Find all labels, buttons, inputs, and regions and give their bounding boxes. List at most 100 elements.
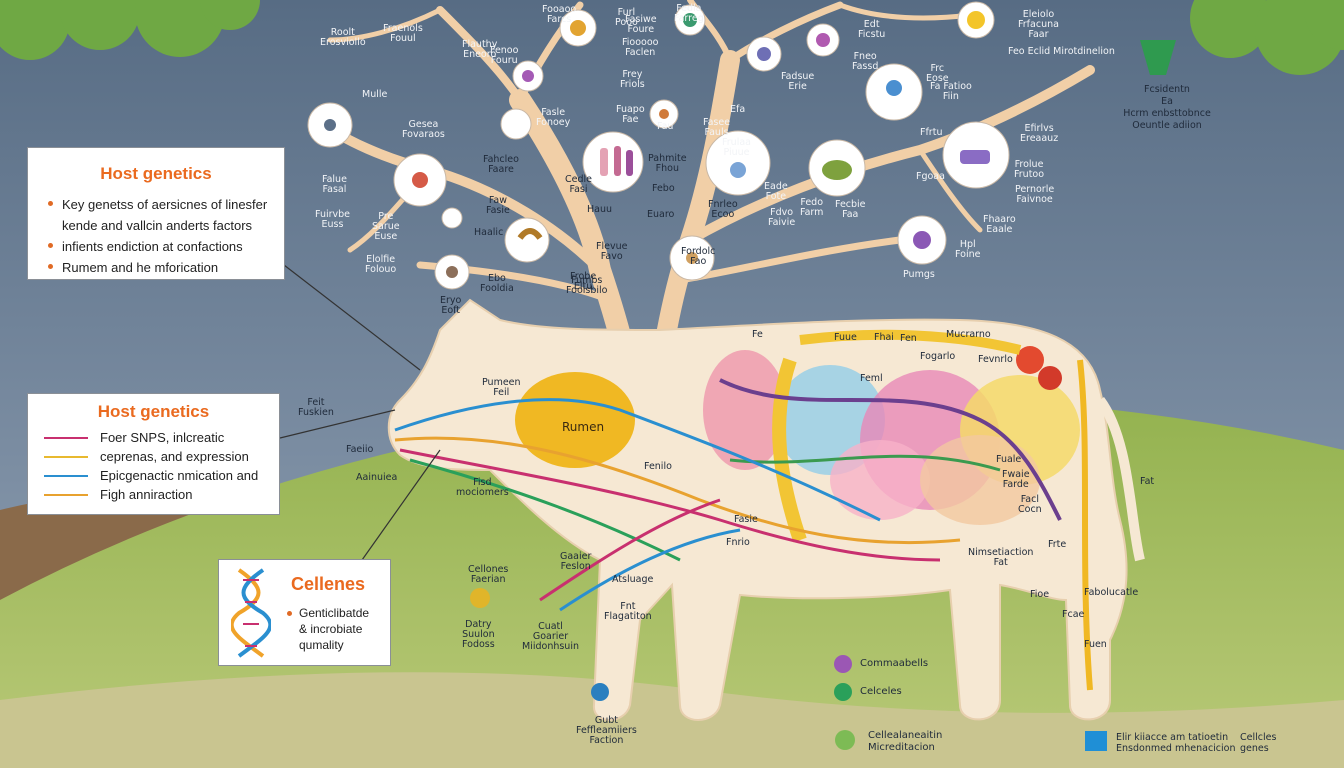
cow-label: Feit Fuskien xyxy=(298,397,334,418)
foreground xyxy=(0,672,1344,768)
tree-label: Febo xyxy=(652,183,675,194)
tree-label: Fraenols Fouul xyxy=(383,23,423,44)
legend-item: Celceles xyxy=(860,686,902,697)
gut-pathways xyxy=(394,398,961,612)
cellenes-panel: Cellenes Genticlibatde & incrobiate quma… xyxy=(218,559,391,666)
cow-label: Fioe xyxy=(1030,589,1050,600)
tree-label: Fuapo Fae xyxy=(616,104,645,125)
tree-label: Elolfie Folouo xyxy=(365,254,397,275)
node-symbols xyxy=(324,11,990,278)
microbe-icon-2 xyxy=(591,683,609,701)
tree-label: Fahcleo Faare xyxy=(483,154,519,175)
bottom-right-swatch xyxy=(1085,731,1107,751)
cow-label: Aainuiea xyxy=(356,472,398,483)
cow-label: Cellones Faerian xyxy=(468,564,509,585)
cow-label: Fogarlo xyxy=(920,351,956,362)
panel-title: Host genetics xyxy=(97,402,210,421)
panel-title: Host genetics xyxy=(100,164,212,183)
foliage-right xyxy=(1190,0,1344,75)
tree-label: Fasee Fauls xyxy=(703,117,731,138)
tree-label: Fedla Farreg xyxy=(674,3,704,24)
tree-label: Roolt Erosviollo xyxy=(320,27,366,48)
tree-label: Gesea Fovaraos xyxy=(402,119,445,140)
dna-icon xyxy=(231,568,271,658)
tree-label: Fecbie Faa xyxy=(835,199,866,220)
line-item: Figh anniraction xyxy=(44,485,279,504)
tree-label: Fordolc Fao xyxy=(681,246,716,267)
rumen-organ xyxy=(515,372,635,468)
host-genetics-top-panel: Host genetics Key genetss of aersicnes o… xyxy=(27,147,285,280)
line-item: ceprenas, and expression xyxy=(44,447,279,466)
cow-label: Fisd mociomers xyxy=(456,477,509,498)
cow-label: Faeiio xyxy=(346,444,374,455)
tree-label: Fenoo Fouru xyxy=(490,45,519,66)
tree-label: Efa xyxy=(730,104,746,115)
cow-label: Mucrarno xyxy=(946,329,991,340)
bullet-item: Key genetss of aersicnes of linesfer xyxy=(48,194,284,215)
cow-label: Fen xyxy=(900,333,917,344)
tree-label: Fa Fatioo Fiin xyxy=(930,81,972,102)
cow-label: Datry Suulon Fodoss xyxy=(462,619,495,650)
tree-label: Flauthy Eneoro xyxy=(462,39,498,60)
tree-label: Fau xyxy=(657,121,674,132)
cow-label: Atsluage xyxy=(612,574,654,585)
tree-label: Edt Ficstu xyxy=(858,19,886,40)
foliage-left xyxy=(0,0,260,60)
tree-label: Cedle Fasi xyxy=(565,174,592,195)
cow-label: Fenilo xyxy=(644,461,672,472)
legend-marker-2 xyxy=(834,683,852,701)
cow-label: Cuatl Goarier Miidonhsuin xyxy=(522,621,579,652)
tree-label: Flevue Favo xyxy=(596,241,628,262)
tree-label: Efirlvs Ereaauz xyxy=(1020,123,1059,144)
cow-label: Fasie xyxy=(734,514,758,525)
cow-label: Fuale xyxy=(996,454,1022,465)
line-item: Epicgenactic nmication and xyxy=(44,466,279,485)
tree-label: Fumbs Foolsbilo xyxy=(566,275,608,296)
cow-label: Fevnrlo xyxy=(978,354,1013,365)
tree-label: Pernorle Faivnoe xyxy=(1015,184,1055,205)
bullet-list: Key genetss of aersicnes of linesfer ken… xyxy=(48,194,284,278)
legend-marker-3 xyxy=(835,730,855,750)
tree-label: Frulaa Piuue xyxy=(722,137,751,158)
bottom-right-text: Elir kiiacce am tatioetin Ensdonmed mhen… xyxy=(1116,732,1236,754)
cellenes-text: Genticlibatde & incrobiate qumality xyxy=(287,605,369,653)
rumen-label: Rumen xyxy=(562,420,605,434)
cow-label: Fuen xyxy=(1084,639,1107,650)
panel-title: Cellenes xyxy=(291,574,366,594)
tree-label: Fooaoo Farcs xyxy=(542,4,577,25)
tree-label: Mulle xyxy=(362,89,388,100)
legend-marker-1 xyxy=(834,655,852,673)
tree-label: Furl Pooo xyxy=(615,7,638,28)
tree-label: Fhaaro Eaale xyxy=(983,214,1016,235)
cow-label: Frte xyxy=(1048,539,1067,550)
tree-label: Fneo Fassd xyxy=(852,51,879,72)
tree-label: Pumgs xyxy=(903,269,935,280)
tree-label: Frolue Frutoo xyxy=(1014,159,1045,180)
tree-label: Frobe Eltu xyxy=(570,271,597,292)
cup-icon xyxy=(1140,40,1176,75)
bullet-item: infients endiction at confactions xyxy=(48,236,284,257)
tree-label: Falue Fasal xyxy=(322,174,347,195)
tree-label: Fgoaa xyxy=(916,171,945,182)
tree-label: Frey Friols xyxy=(620,69,645,90)
tree-label: Haalic xyxy=(474,227,504,238)
leader-lines xyxy=(279,264,441,561)
cow-label: Fnrio xyxy=(726,537,750,548)
bullet-item: kende and vallcin anderts factors xyxy=(62,218,253,233)
cow-label: Fhai xyxy=(874,332,894,343)
tree-label: Fasiwe Foure xyxy=(625,14,657,35)
cow-label: Fnt Flagatiton xyxy=(604,601,652,622)
microbe-icon-1 xyxy=(470,588,490,608)
tree-label: Ffrtu xyxy=(920,127,943,138)
legend-item: Commaabells xyxy=(860,658,929,669)
cow-label: Fat xyxy=(1140,476,1155,487)
cow-label: Fwaie Farde xyxy=(1002,469,1030,490)
tree-label: Fadsue Erie xyxy=(781,71,815,92)
tree-label: Eleiolo Frfacuna Faar xyxy=(1018,9,1059,40)
tree-label: Hpl Foine xyxy=(955,239,981,260)
bullet-item: Rumem and he mforication xyxy=(48,257,284,278)
tree-label: Eryo Eoft xyxy=(440,295,462,316)
digestive-organs xyxy=(703,329,1093,691)
tree-label: Fuirvbe Euss xyxy=(315,209,351,230)
